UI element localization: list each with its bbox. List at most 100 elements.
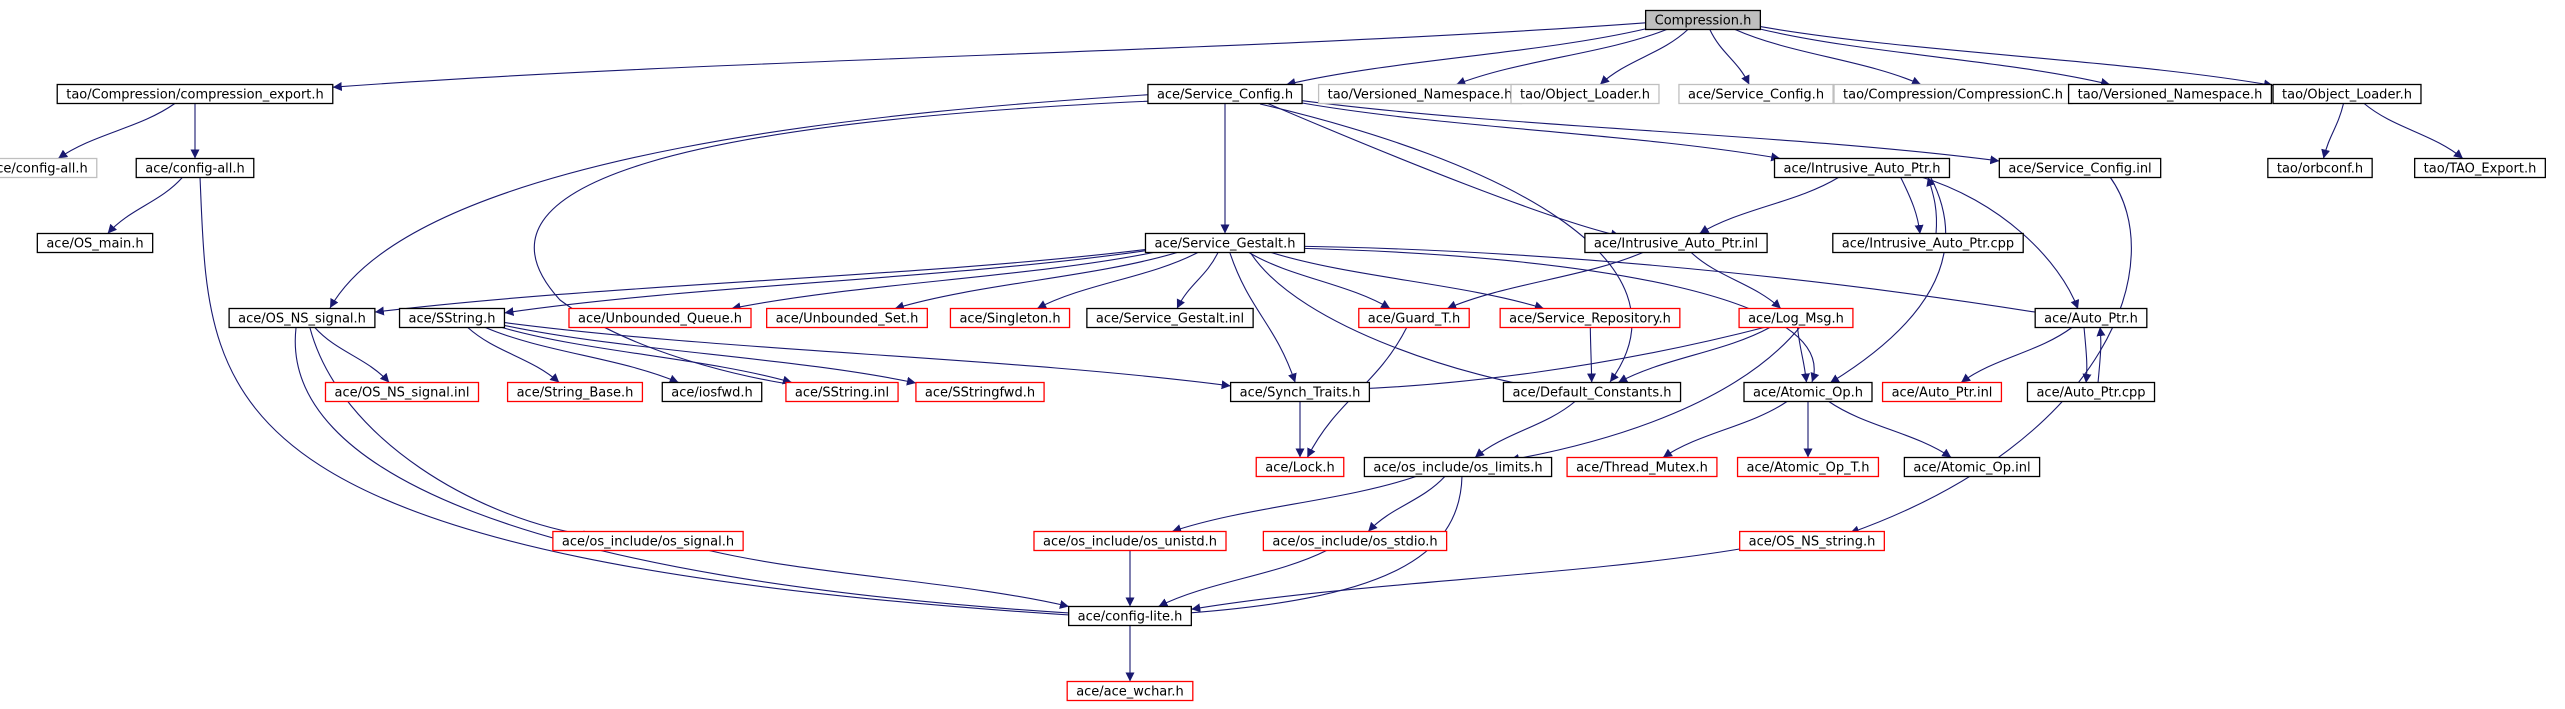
- node-label: ace/Service_Gestalt.h: [1154, 237, 1295, 252]
- node-config-lite[interactable]: ace/config-lite.h: [1068, 605, 1192, 627]
- node-label: ace/Unbounded_Queue.h: [578, 312, 742, 327]
- edge-compression-to-objloader-black: [1760, 26, 2274, 89]
- node-label: tao/Compression/compression_export.h: [66, 88, 324, 103]
- node-box: [1358, 307, 1470, 329]
- node-box: [1736, 456, 1880, 478]
- node-os-main[interactable]: ace/OS_main.h: [36, 232, 154, 254]
- node-box: [1066, 680, 1194, 702]
- edge-gestalt-to-unb-queue: [731, 251, 1154, 312]
- node-os-limits[interactable]: ace/os_include/os_limits.h: [1363, 456, 1553, 478]
- node-intrusive-h[interactable]: ace/Intrusive_Auto_Ptr.h: [1773, 157, 1951, 179]
- node-label: ace/Atomic_Op.inl: [1913, 461, 2030, 476]
- node-label: ace/Log_Msg.h: [1748, 312, 1844, 327]
- edge-sstring-to-synch-traits: [504, 322, 1231, 390]
- node-box: [1502, 381, 1682, 403]
- node-os-unistd[interactable]: ace/os_include/os_unistd.h: [1033, 530, 1227, 552]
- node-box: [135, 157, 255, 179]
- node-gestalt-inl[interactable]: ace/Service_Gestalt.inl: [1086, 307, 1254, 329]
- node-singleton[interactable]: ace/Singleton.h: [949, 307, 1071, 329]
- node-atomic-op[interactable]: ace/Atomic_Op.h: [1743, 381, 1873, 403]
- node-orbconf[interactable]: tao/orbconf.h: [2267, 157, 2373, 179]
- edge-objloader-black-to-orbconf: [2321, 103, 2345, 159]
- node-sstringfwd[interactable]: ace/SStringfwd.h: [915, 381, 1045, 403]
- node-intrusive-cpp[interactable]: ace/Intrusive_Auto_Ptr.cpp: [1832, 232, 2024, 254]
- node-ace-wchar[interactable]: ace/ace_wchar.h: [1066, 680, 1194, 702]
- node-svc-repo[interactable]: ace/Service_Repository.h: [1499, 307, 1681, 329]
- node-sstring[interactable]: ace/SString.h: [398, 307, 506, 329]
- node-box: [785, 381, 899, 403]
- node-objloader-black[interactable]: tao/Object_Loader.h: [2272, 83, 2422, 105]
- node-svc-config-gray[interactable]: ace/Service_Config.h: [1678, 83, 1834, 105]
- node-label: ace/String_Base.h: [517, 386, 634, 401]
- node-vns-gray[interactable]: tao/Versioned_Namespace.h: [1317, 83, 1523, 105]
- node-box: [1144, 232, 1306, 254]
- node-string-base[interactable]: ace/String_Base.h: [506, 381, 644, 403]
- edge-auto-ptr-cpp-to-auto-ptr: [2096, 326, 2106, 384]
- node-intrusive-inl[interactable]: ace/Intrusive_Auto_Ptr.inl: [1584, 232, 1768, 254]
- node-box: [1832, 232, 2024, 254]
- node-box: [915, 381, 1045, 403]
- edge-comp-export-to-configall-gray: [57, 103, 176, 159]
- node-tao-export[interactable]: tao/TAO_Export.h: [2414, 157, 2546, 179]
- node-thread-mutex[interactable]: ace/Thread_Mutex.h: [1566, 456, 1718, 478]
- node-default-const[interactable]: ace/Default_Constants.h: [1502, 381, 1682, 403]
- node-guard[interactable]: ace/Guard_T.h: [1358, 307, 1470, 329]
- node-box: [398, 307, 506, 329]
- node-unb-queue[interactable]: ace/Unbounded_Queue.h: [568, 307, 752, 329]
- node-label: ace/Singleton.h: [959, 312, 1060, 327]
- node-box: [324, 381, 480, 403]
- node-svc-config-inl[interactable]: ace/Service_Config.inl: [1998, 157, 2162, 179]
- node-os-ns-signal[interactable]: ace/OS_NS_signal.h: [228, 307, 376, 329]
- node-label: Compression.h: [1655, 14, 1752, 29]
- nodes-layer: Compression.h tao/Compression/compression…: [0, 9, 2546, 702]
- edge-os-limits-to-config-lite: [1174, 475, 1463, 618]
- node-box: [1644, 9, 1762, 31]
- node-objloader-gray[interactable]: tao/Object_Loader.h: [1510, 83, 1660, 105]
- node-os-ns-string[interactable]: ace/OS_NS_string.h: [1739, 530, 1885, 552]
- node-box: [1773, 157, 1951, 179]
- node-box: [661, 381, 763, 403]
- node-sstring-inl[interactable]: ace/SString.inl: [785, 381, 899, 403]
- node-atomic-op-t[interactable]: ace/Atomic_Op_T.h: [1736, 456, 1880, 478]
- node-atomic-op-inl[interactable]: ace/Atomic_Op.inl: [1903, 456, 2041, 478]
- node-box: [1363, 456, 1553, 478]
- node-log-msg[interactable]: ace/Log_Msg.h: [1738, 307, 1854, 329]
- node-gestalt[interactable]: ace/Service_Gestalt.h: [1144, 232, 1306, 254]
- node-label: ace/Service_Config.h: [1157, 88, 1293, 103]
- node-os-signal[interactable]: ace/os_include/os_signal.h: [552, 530, 744, 552]
- node-label: ace/Atomic_Op_T.h: [1747, 461, 1870, 476]
- node-vns-black[interactable]: tao/Versioned_Namespace.h: [2067, 83, 2273, 105]
- edge-compression-to-comp-export: [332, 22, 1646, 92]
- node-os-ns-signal-inl[interactable]: ace/OS_NS_signal.inl: [324, 381, 480, 403]
- edge-compression-to-objloader-gray: [1599, 29, 1689, 85]
- edge-intrusive-h-to-atomic-op: [1829, 175, 1947, 384]
- node-synch-traits[interactable]: ace/Synch_Traits.h: [1229, 381, 1371, 403]
- node-compC-gray[interactable]: tao/Compression/CompressionC.h: [1833, 83, 2073, 105]
- node-compression[interactable]: Compression.h: [1644, 9, 1762, 31]
- node-lock[interactable]: ace/Lock.h: [1255, 456, 1345, 478]
- node-configall-gray[interactable]: ace/config-all.h: [0, 157, 98, 179]
- node-label: ace/config-all.h: [0, 162, 88, 177]
- edge-atomic-op-to-thread-mutex: [1662, 401, 1788, 458]
- node-box: [1068, 605, 1192, 627]
- node-box: [2414, 157, 2546, 179]
- node-label: ace/Lock.h: [1265, 461, 1335, 476]
- node-label: ace/Intrusive_Auto_Ptr.cpp: [1842, 237, 2014, 252]
- node-box: [2067, 83, 2273, 105]
- node-comp-export[interactable]: tao/Compression/compression_export.h: [56, 83, 334, 105]
- node-unb-set[interactable]: ace/Unbounded_Set.h: [766, 307, 928, 329]
- node-svc-config-h[interactable]: ace/Service_Config.h: [1147, 83, 1303, 105]
- node-iosfwd[interactable]: ace/iosfwd.h: [661, 381, 763, 403]
- edge-os-limits-to-os-unistd: [1171, 475, 1417, 533]
- node-label: ace/Thread_Mutex.h: [1576, 461, 1708, 476]
- node-box: [1739, 530, 1885, 552]
- node-label: ace/Service_Config.h: [1688, 88, 1824, 103]
- node-os-stdio[interactable]: ace/os_include/os_stdio.h: [1262, 530, 1448, 552]
- node-auto-ptr-inl[interactable]: ace/Auto_Ptr.inl: [1881, 381, 2003, 403]
- edge-gestalt-to-os-ns-signal: [374, 248, 1146, 316]
- node-label: ace/OS_NS_string.h: [1749, 535, 1876, 550]
- node-box: [1566, 456, 1718, 478]
- node-auto-ptr[interactable]: ace/Auto_Ptr.h: [2034, 307, 2148, 329]
- node-auto-ptr-cpp[interactable]: ace/Auto_Ptr.cpp: [2026, 381, 2156, 403]
- node-configall[interactable]: ace/config-all.h: [135, 157, 255, 179]
